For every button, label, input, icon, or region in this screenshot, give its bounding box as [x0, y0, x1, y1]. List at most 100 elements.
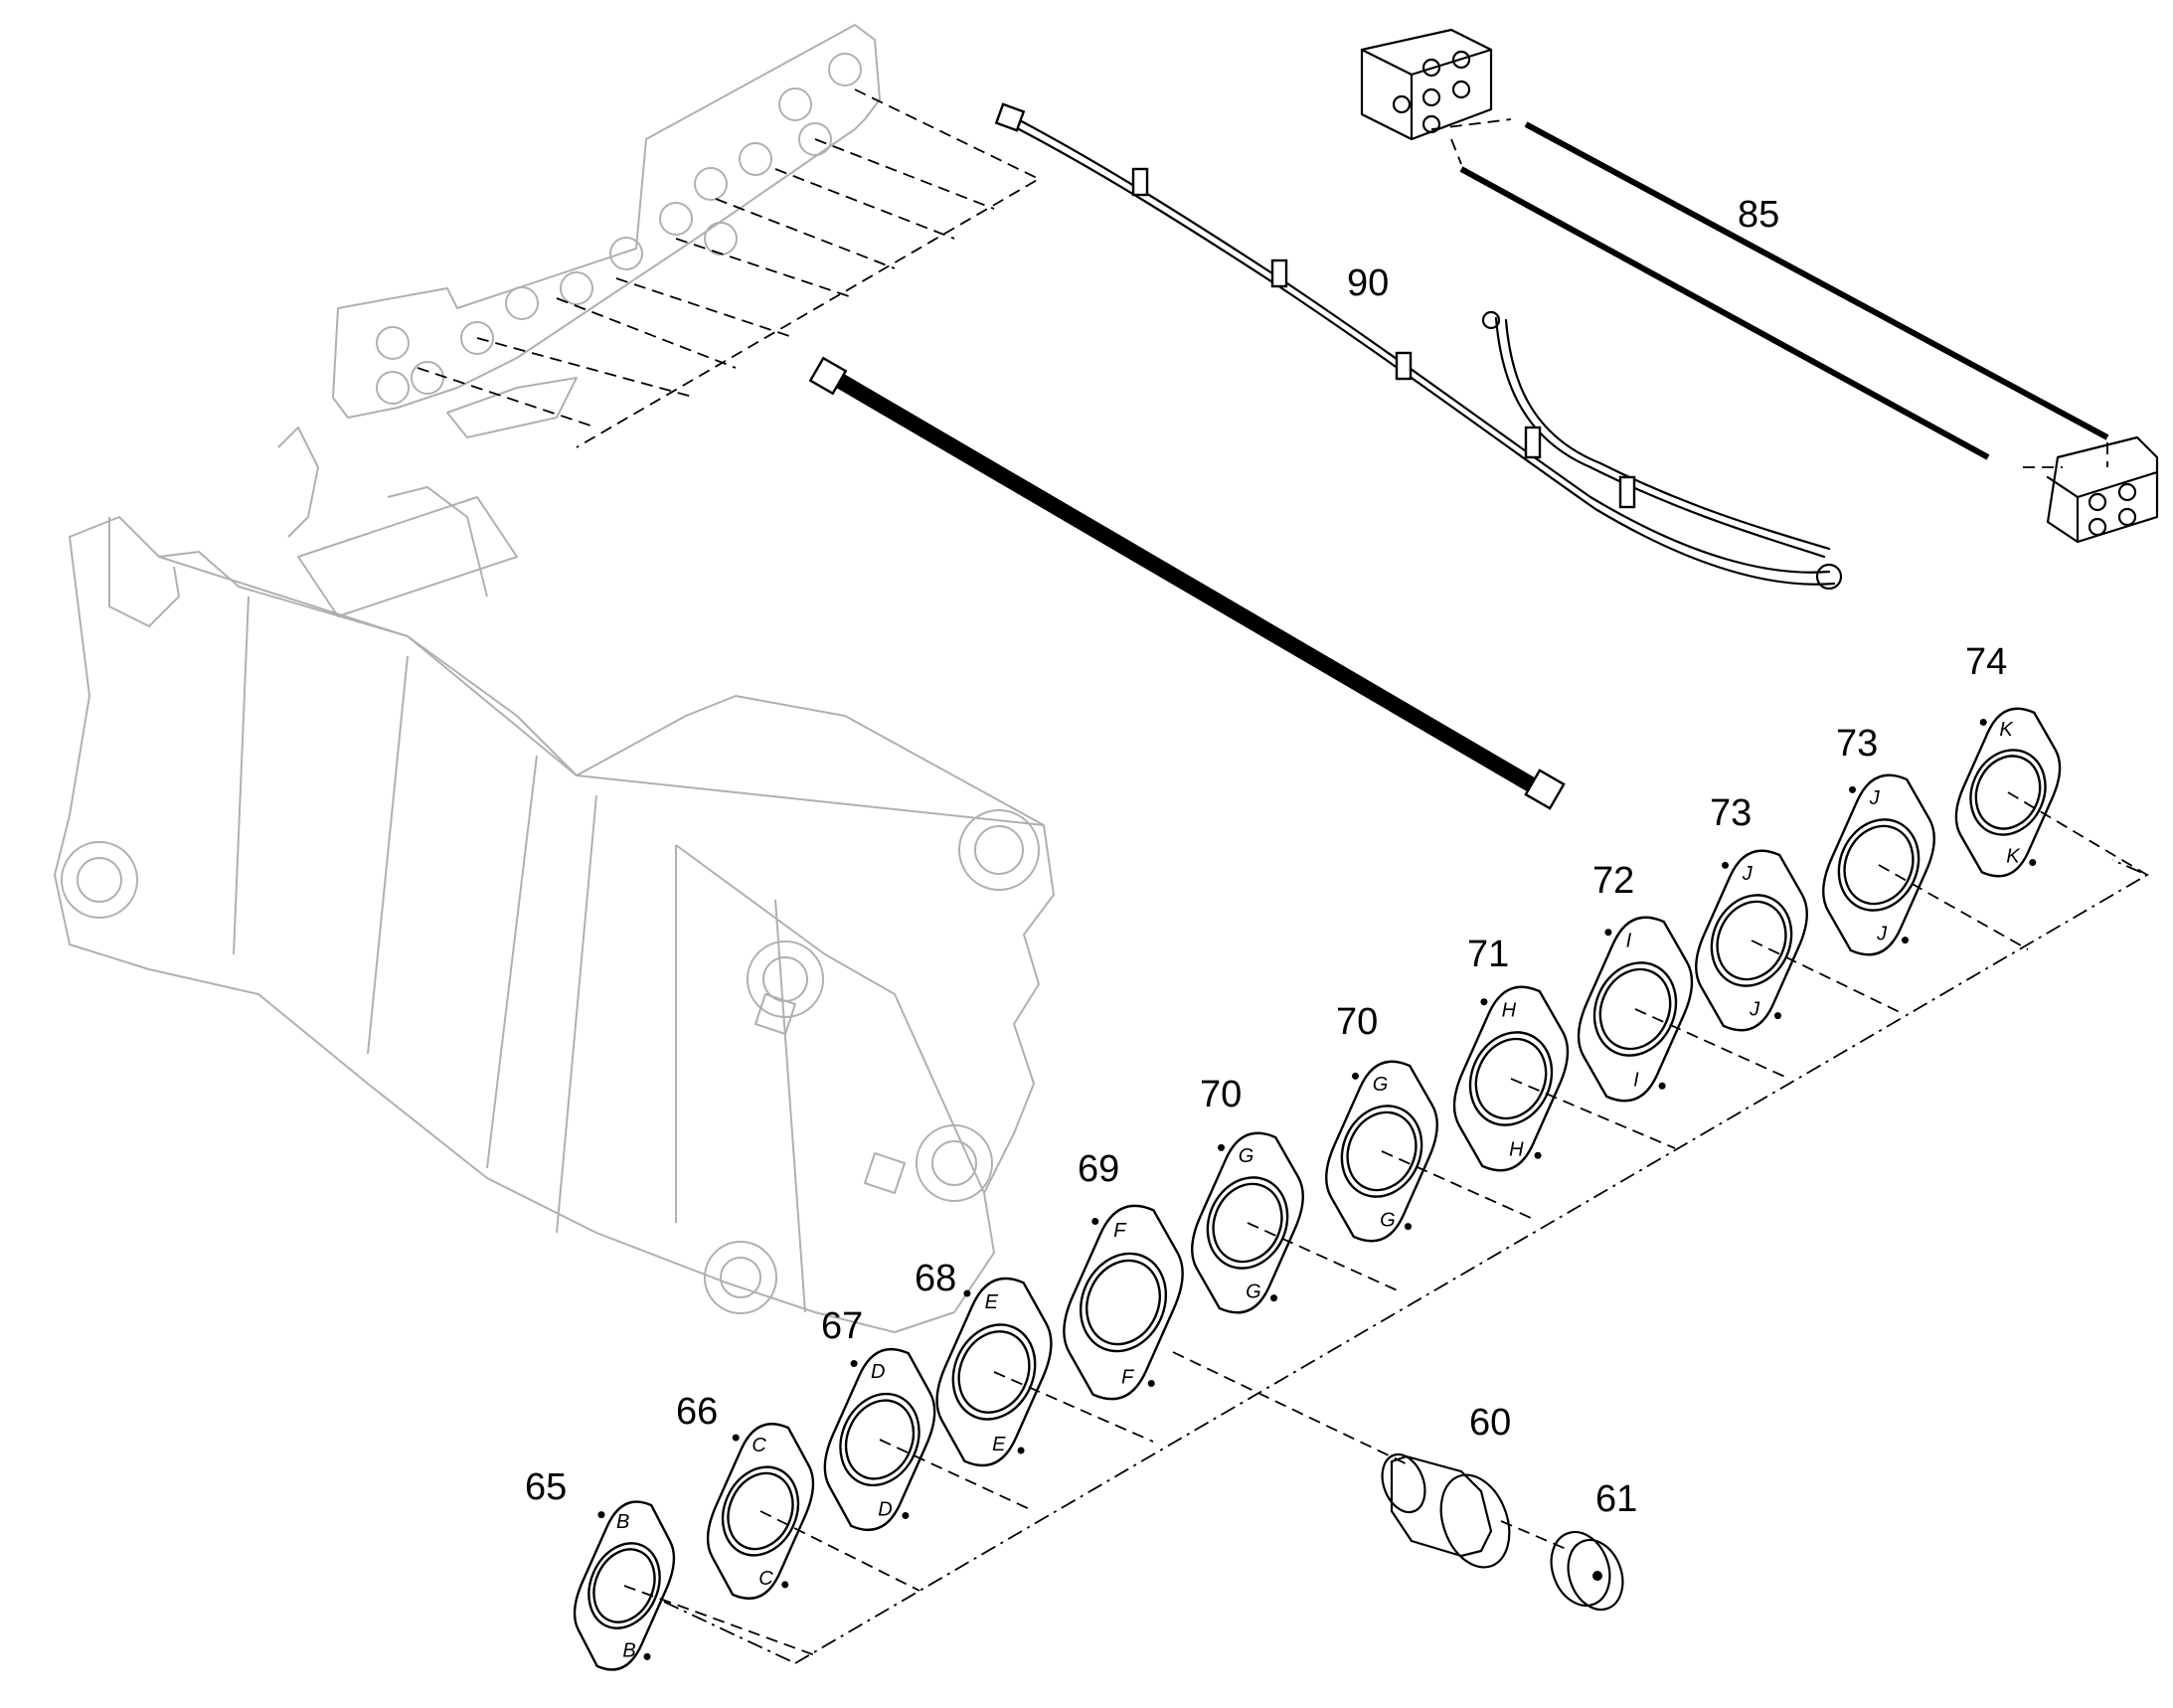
gasket-letter-top: E [985, 1291, 999, 1313]
gasket-hole [1086, 1259, 1161, 1346]
bolt-hole [1218, 1143, 1226, 1151]
gasket-leader [1247, 1222, 1403, 1293]
callout-69: 69 [1078, 1148, 1119, 1190]
gasket-g73b: JJ [1822, 773, 2029, 956]
callout-72: 72 [1592, 860, 1634, 902]
gasket-letter-bottom: F [1121, 1366, 1135, 1388]
callout-70b: 70 [1336, 1001, 1378, 1043]
gasket-g69: FF [1063, 1204, 1184, 1401]
gasket-letter-bottom: G [1246, 1281, 1261, 1303]
gasket-letter-top: H [1502, 999, 1517, 1021]
bolt-hole [963, 1289, 971, 1297]
gasket-leader [2007, 791, 2148, 876]
bolt-hole [1480, 998, 1488, 1006]
gasket-leader [879, 1439, 1035, 1512]
hose-assembly-90 [994, 102, 1843, 591]
gasket-leader [623, 1585, 816, 1656]
gasket-leader [993, 1371, 1154, 1443]
gasket-g67: DD [823, 1348, 1035, 1531]
gasket-leader [1751, 939, 1905, 1015]
mounting-plate [332, 24, 881, 438]
gasket-g72: II [1577, 916, 1790, 1103]
gasket-letter-top: G [1373, 1074, 1389, 1096]
bolt-hole [1658, 1082, 1666, 1090]
callout-68: 68 [915, 1258, 956, 1299]
bolt-hole [1091, 1218, 1099, 1226]
gasket-letter-top: F [1113, 1220, 1127, 1242]
gasket-letter-bottom: G [1380, 1210, 1396, 1232]
bolt-hole [1849, 785, 1857, 793]
bolt-hole [1534, 1151, 1542, 1159]
gasket-g66: CC [706, 1423, 920, 1600]
machine-frame [54, 427, 1055, 1333]
gasket-letter-top: G [1239, 1145, 1254, 1167]
bolt-hole [1404, 1223, 1412, 1231]
bolt-hole [1979, 718, 1987, 726]
callout-67: 67 [821, 1305, 863, 1347]
gasket-letter-top: C [752, 1435, 766, 1456]
bolt-hole [1269, 1294, 1277, 1302]
bolt-hole [1722, 861, 1730, 869]
gasket-letter-top: J [1742, 863, 1754, 885]
gasket-g70b: GG [1325, 1060, 1532, 1243]
callout-labels: 65 66 67 68 69 70 70 71 72 73 73 74 60 6… [525, 194, 2007, 1520]
gasket-hole [957, 1330, 1031, 1414]
gasket-letter-bottom: I [1633, 1069, 1639, 1091]
gasket-letter-bottom: D [878, 1498, 892, 1520]
callout-70a: 70 [1200, 1074, 1242, 1115]
bolt-hole [643, 1652, 651, 1660]
bolt-hole [850, 1360, 858, 1368]
bolt-hole [1147, 1379, 1155, 1387]
callout-65: 65 [525, 1466, 567, 1508]
bolt-hole [732, 1434, 740, 1442]
gasket-letter-bottom: C [758, 1568, 773, 1590]
plate-leader-lines [417, 88, 1041, 448]
gasket-letter-bottom: J [1876, 924, 1888, 945]
filter-cartridge-60 [1172, 1351, 1572, 1569]
gasket-letter-bottom: H [1509, 1138, 1524, 1160]
callout-73a: 73 [1710, 792, 1752, 834]
callout-73b: 73 [1836, 723, 1878, 765]
bolt-hole [902, 1511, 910, 1519]
gasket-leader [1381, 1150, 1532, 1219]
gasket-letter-top: I [1626, 930, 1632, 951]
bolt-hole [2029, 859, 2037, 867]
gasket-leader [759, 1510, 920, 1592]
bolt-hole [1604, 929, 1612, 937]
callout-66: 66 [676, 1391, 718, 1433]
gasket-letter-bottom: J [1749, 999, 1760, 1021]
callout-71: 71 [1467, 934, 1509, 975]
gasket-leader-lines [635, 859, 2149, 1664]
long-hose [808, 356, 1566, 810]
callout-61: 61 [1595, 1478, 1637, 1520]
plug-61 [1550, 1530, 1624, 1612]
gasket-letter-top: B [616, 1511, 629, 1533]
callout-85: 85 [1738, 194, 1779, 236]
gasket-letter-top: K [1999, 719, 2014, 741]
gasket-letter-top: D [871, 1361, 885, 1383]
gasket-g73a: JJ [1695, 849, 1905, 1032]
bolt-hole [597, 1511, 605, 1519]
valve-lines-85 [1360, 28, 2159, 544]
gasket-letter-bottom: B [622, 1639, 635, 1661]
gasket-leader [1634, 1008, 1790, 1080]
callout-74: 74 [1965, 641, 2007, 683]
gasket-g71: HH [1452, 985, 1676, 1172]
gasket-letter-top: J [1869, 787, 1881, 809]
bolt-hole [781, 1581, 789, 1589]
bolt-hole [1017, 1447, 1025, 1454]
gasket-g65: BB [573, 1500, 816, 1671]
bolt-hole [1901, 937, 1909, 944]
gasket-leader [1878, 864, 2029, 950]
bolt-hole [1352, 1072, 1360, 1080]
gasket-g70a: GG [1191, 1131, 1403, 1314]
gasket-letter-bottom: E [992, 1434, 1006, 1455]
gasket-letter-bottom: K [2006, 846, 2021, 868]
callout-90: 90 [1347, 262, 1389, 304]
gasket-g68: EE [935, 1277, 1154, 1467]
callout-60: 60 [1469, 1402, 1511, 1444]
bolt-hole [1773, 1012, 1781, 1020]
